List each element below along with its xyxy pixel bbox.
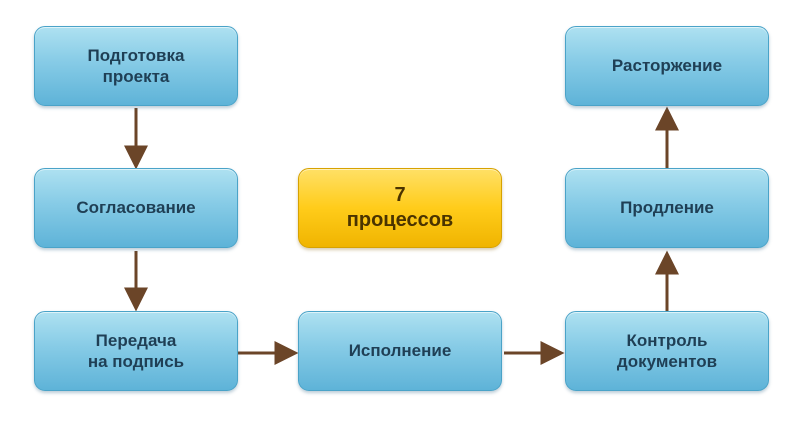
- center-processes-count: 7 процессов: [298, 168, 502, 248]
- step-termination: Расторжение: [565, 26, 769, 106]
- step-document-control: Контроль документов: [565, 311, 769, 391]
- step-extension: Продление: [565, 168, 769, 248]
- step-approval: Согласование: [34, 168, 238, 248]
- step-execution: Исполнение: [298, 311, 502, 391]
- step-project-preparation: Подготовка проекта: [34, 26, 238, 106]
- step-transfer-for-signing: Передача на подпись: [34, 311, 238, 391]
